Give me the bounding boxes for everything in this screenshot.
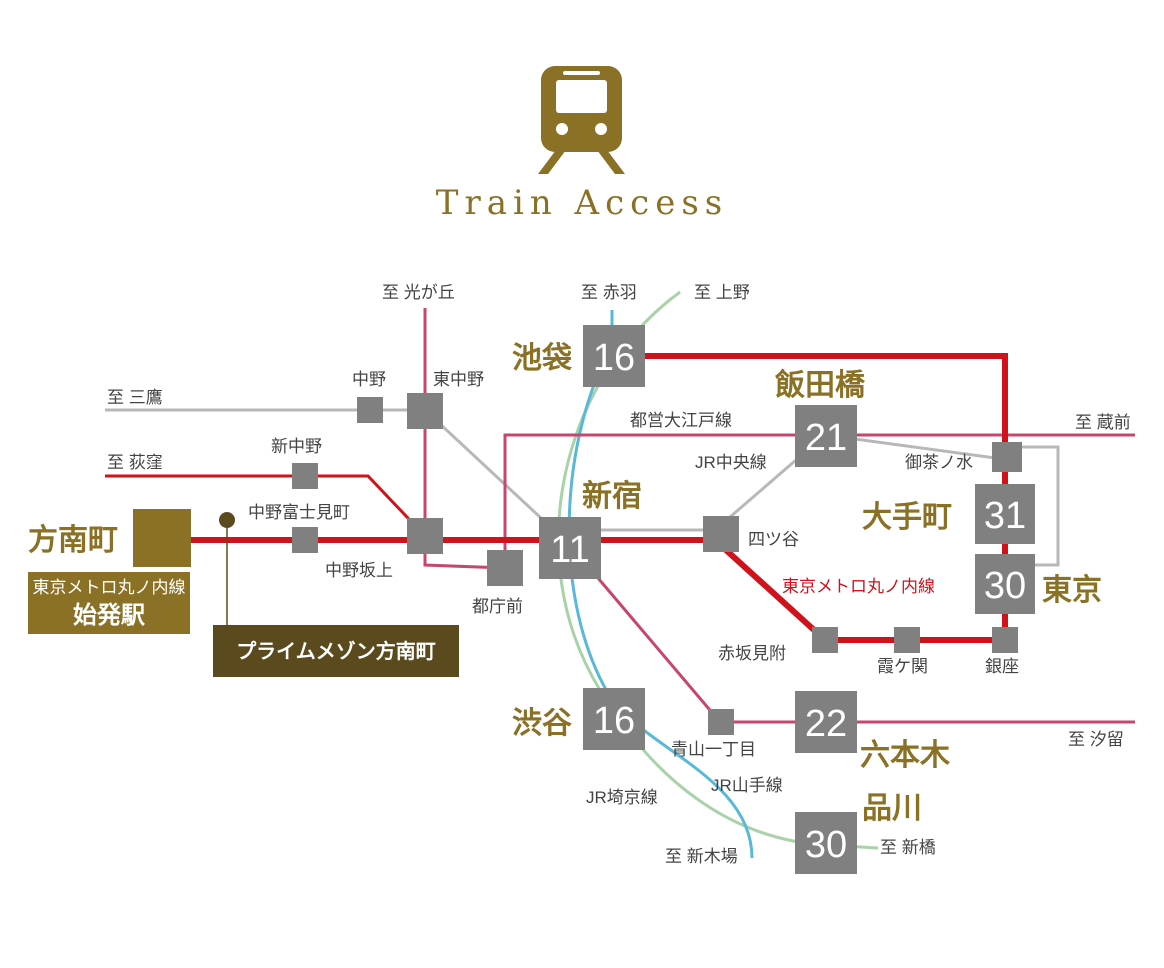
line-label-jr-saikyo: JR埼京線	[586, 788, 658, 807]
akasakamitsuke-label: 赤坂見附	[718, 644, 786, 663]
dir-akabane: 至 赤羽	[581, 283, 637, 302]
station-nakanofujimicho[interactable]	[292, 527, 318, 553]
station-shibuya[interactable]: 16	[583, 688, 645, 750]
roppongi-label: 六本木	[860, 738, 950, 773]
yotsuya-label: 四ツ谷	[748, 530, 799, 549]
station-nakano[interactable]	[357, 397, 383, 423]
ikebukuro-label: 池袋	[512, 341, 572, 376]
shibuya-minutes: 16	[593, 700, 635, 742]
station-roppongi[interactable]: 22	[795, 691, 857, 753]
shibuya-label: 渋谷	[512, 706, 572, 741]
roppongi-minutes: 22	[805, 703, 847, 745]
dir-shinbashi: 至 新橋	[880, 838, 936, 857]
ikebukuro-minutes: 16	[593, 337, 635, 379]
shinjuku-minutes: 11	[550, 529, 589, 571]
nakano-label: 中野	[352, 370, 386, 389]
home-marker	[219, 512, 235, 528]
badge-origin-label: 始発駅	[73, 600, 145, 629]
tokyo-label: 東京	[1042, 573, 1102, 608]
dir-ueno: 至 上野	[694, 283, 750, 302]
station-yotsuya[interactable]	[703, 516, 739, 552]
home-label: プライムメゾン方南町	[236, 639, 436, 663]
station-shinagawa[interactable]: 30	[795, 812, 857, 874]
otemachi-minutes: 31	[984, 495, 1026, 537]
line-label-oedo: 都営大江戸線	[630, 411, 732, 430]
kasumigaseki-label: 霞ケ関	[877, 657, 928, 676]
aoyamaitchome-label: 青山一丁目	[671, 740, 756, 759]
station-nakanosakaue[interactable]	[407, 518, 443, 554]
ginza-label: 銀座	[985, 657, 1019, 676]
train-icon	[538, 66, 625, 174]
station-ikebukuro[interactable]: 16	[583, 325, 645, 387]
otemachi-label: 大手町	[862, 500, 952, 535]
station-otemachi[interactable]: 31	[975, 484, 1035, 544]
shinagawa-minutes: 30	[805, 824, 847, 866]
station-tokyo[interactable]: 30	[975, 554, 1035, 614]
station-kasumigaseki[interactable]	[894, 627, 920, 653]
higashinakano-label: 東中野	[433, 370, 484, 389]
tochomae-label: 都庁前	[472, 597, 523, 616]
hounancho-label: 方南町	[28, 523, 118, 558]
dir-ogikubo: 至 荻窪	[107, 453, 163, 472]
station-ginza[interactable]	[992, 627, 1018, 653]
line-label-jr-chuo: JR中央線	[695, 453, 767, 472]
marunouchi-ogikubo-branch	[105, 474, 427, 538]
origin-station-badge: 東京メトロ丸ノ内線 始発駅	[28, 572, 190, 634]
nakanosakaue-label: 中野坂上	[325, 561, 393, 580]
dir-mitaka: 至 三鷹	[107, 387, 163, 407]
line-label-jr-yamanote: JR山手線	[711, 776, 783, 795]
tokyo-minutes: 30	[984, 565, 1026, 607]
station-iidabashi[interactable]: 21	[795, 405, 857, 467]
dir-kuramae: 至 蔵前	[1075, 413, 1131, 432]
station-shinnakano[interactable]	[292, 463, 318, 489]
shinjuku-label: 新宿	[582, 479, 642, 514]
station-akasakamitsuke[interactable]	[812, 627, 838, 653]
nakanofujimicho-label: 中野富士見町	[248, 503, 350, 522]
shinnakano-label: 新中野	[271, 437, 322, 456]
shinagawa-label: 品川	[862, 791, 922, 826]
station-aoyamaitchome[interactable]	[708, 709, 734, 735]
dir-hikarigaoka: 至 光が丘	[382, 283, 455, 302]
page-title: Train Access	[436, 183, 728, 223]
iidabashi-label: 飯田橋	[775, 368, 866, 403]
iidabashi-minutes: 21	[805, 417, 847, 459]
station-higashinakano[interactable]	[407, 393, 443, 429]
dir-shiodome: 至 汐留	[1068, 730, 1124, 749]
station-ochanomizu[interactable]	[992, 442, 1022, 472]
station-shinjuku[interactable]: 11	[539, 517, 601, 579]
dir-shinkiba: 至 新木場	[665, 847, 738, 866]
station-hounancho[interactable]	[133, 509, 191, 567]
badge-line-name: 東京メトロ丸ノ内線	[33, 578, 186, 598]
ochanomizu-label: 御茶ノ水	[905, 453, 973, 472]
jr-saikyo-line	[567, 310, 754, 859]
home-badge: プライムメゾン方南町	[213, 625, 459, 677]
line-label-marunouchi: 東京メトロ丸ノ内線	[782, 577, 935, 596]
station-tochomae[interactable]	[487, 550, 523, 586]
